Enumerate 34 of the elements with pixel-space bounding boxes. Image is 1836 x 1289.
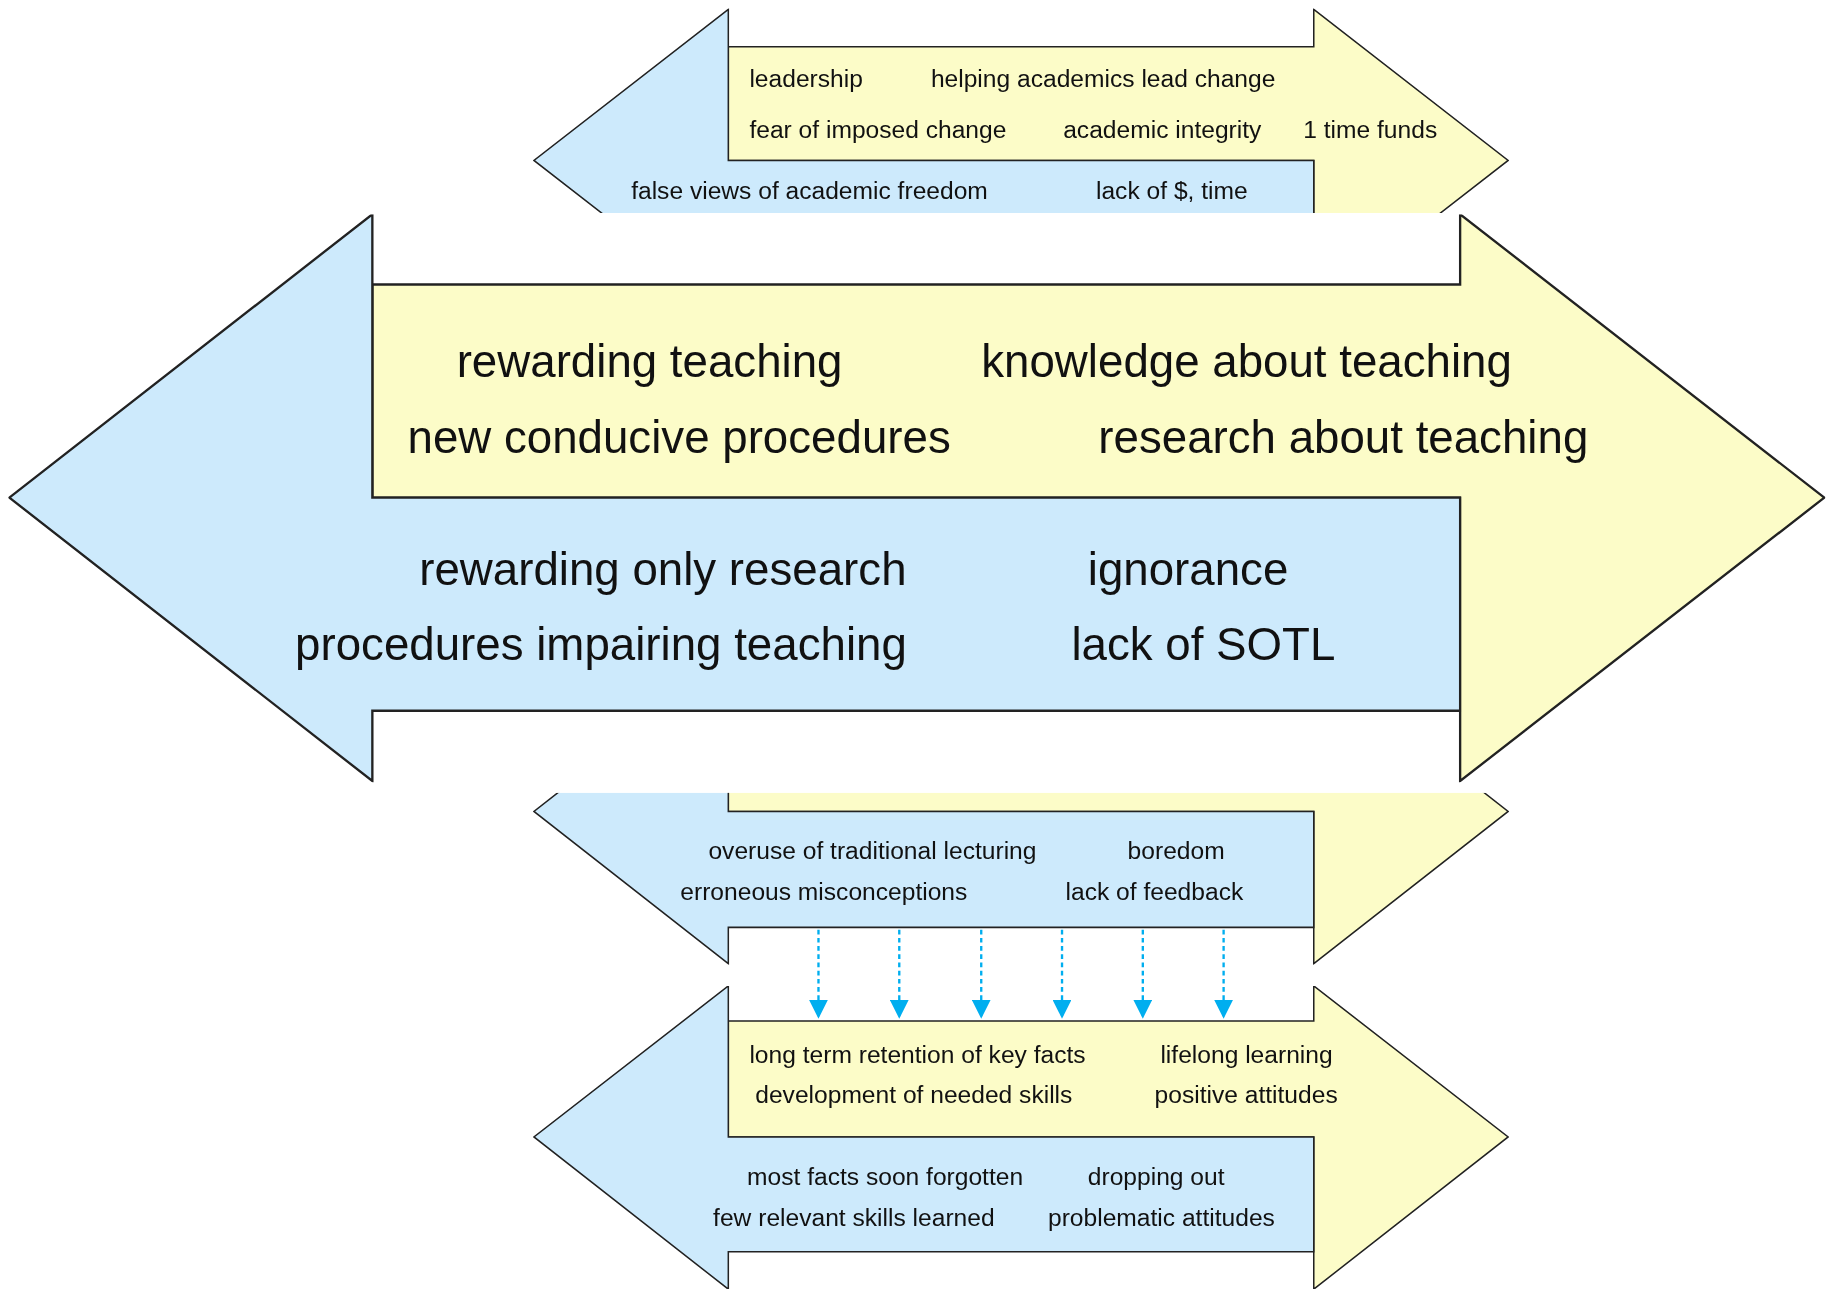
- factor-label: rewarding only research: [419, 545, 907, 596]
- factor-label: dropping out: [1087, 1163, 1225, 1191]
- factor-label: false views of academic freedom: [631, 177, 988, 205]
- factor-label: new conducive procedures: [407, 412, 951, 464]
- factor-label: positive attitudes: [1154, 1081, 1338, 1109]
- factor-label: lack of feedback: [1065, 878, 1244, 906]
- factor-label: development of needed skills: [755, 1081, 1073, 1109]
- factor-label: long term retention of key facts: [749, 1041, 1086, 1069]
- factor-label: fear of imposed change: [749, 116, 1007, 144]
- factor-label: lifelong learning: [1160, 1041, 1333, 1069]
- factor-label: academic integrity: [1063, 116, 1262, 144]
- factor-label: overuse of traditional lecturing: [708, 837, 1037, 865]
- factor-label: few relevant skills learned: [713, 1204, 995, 1232]
- dotted-arrow: [1214, 929, 1233, 1019]
- dotted-arrow: [971, 929, 991, 1019]
- factor-label: 1 time funds: [1303, 116, 1438, 144]
- factor-label: procedures impairing teaching: [295, 620, 907, 671]
- factor-label: erroneous misconceptions: [680, 878, 968, 906]
- dotted-arrow: [809, 929, 828, 1019]
- factor-label: most facts soon forgotten: [747, 1163, 1024, 1191]
- factor-label: leadership: [749, 64, 863, 92]
- factor-label: rewarding teaching: [456, 336, 843, 387]
- factor-label: lack of $, time: [1096, 177, 1248, 205]
- factor-label: lack of SOTL: [1071, 620, 1336, 671]
- factor-label: research about teaching: [1098, 412, 1589, 464]
- factor-label: ignorance: [1087, 545, 1289, 596]
- left-arrow: [532, 792, 1315, 965]
- dotted-arrow: [1052, 929, 1072, 1019]
- factor-label: helping academics lead change: [930, 64, 1276, 92]
- dotted-arrow: [889, 929, 909, 1019]
- factor-label: problematic attitudes: [1047, 1204, 1275, 1232]
- factor-label: knowledge about teaching: [981, 336, 1512, 387]
- factor-label: boredom: [1127, 837, 1225, 865]
- dotted-arrow: [1133, 929, 1153, 1019]
